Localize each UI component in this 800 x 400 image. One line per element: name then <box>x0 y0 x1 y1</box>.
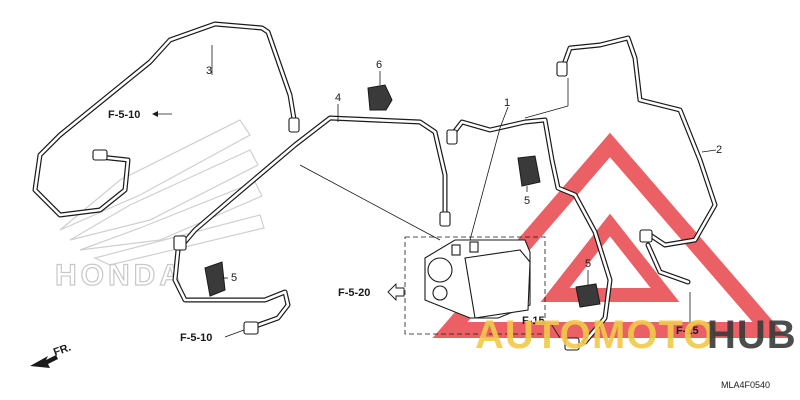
clamp-5-right <box>575 283 601 308</box>
fitting-nut <box>446 129 458 145</box>
callout-2: 2 <box>716 144 722 156</box>
fitting-nut <box>564 337 580 351</box>
hose-3 <box>32 21 298 218</box>
ref-f510-bottom: F-5-10 <box>180 332 212 344</box>
fitting-nut <box>639 229 653 243</box>
abs-modulator <box>404 236 546 335</box>
fitting-nut <box>556 61 568 77</box>
bracket-6 <box>367 84 393 111</box>
front-direction-arrow-icon <box>30 355 58 368</box>
callout-3: 3 <box>206 65 212 77</box>
clamp-5-center <box>517 155 541 187</box>
honda-logo-text: HONDA <box>55 259 185 292</box>
ref-arrows-f510-top <box>152 111 172 117</box>
pipe-2 <box>559 35 718 248</box>
pipe-4 <box>172 115 448 331</box>
callout-4: 4 <box>335 92 341 104</box>
fitting-nut <box>92 149 108 161</box>
pipe-2-lower <box>645 242 691 285</box>
ref-f520: F-5-20 <box>338 287 370 299</box>
callout-5-center: 5 <box>524 195 530 207</box>
pipe-1 <box>449 117 613 345</box>
watermark-moto: MOTO <box>592 313 715 357</box>
callout-5-left: 5 <box>231 272 237 284</box>
fitting-nut <box>173 235 187 251</box>
honda-wing-logo <box>59 119 265 266</box>
fitting-nut <box>439 211 451 227</box>
pipe-fittings <box>92 61 653 351</box>
diagram-code: MLA4F0540 <box>721 380 770 390</box>
arrow-left-icon <box>387 282 405 302</box>
leader-lines <box>211 45 717 339</box>
ref-f15-left: F-15 <box>522 315 545 327</box>
fitting-nut <box>288 117 300 133</box>
watermark-auto: AUTO <box>475 313 592 357</box>
callout-6: 6 <box>376 59 382 71</box>
watermark-hub: HUB <box>707 313 797 357</box>
front-direction-label: FR. <box>52 341 73 358</box>
fitting-nut <box>243 321 259 335</box>
callout-5-right: 5 <box>585 258 591 270</box>
ref-f510-top: F-5-10 <box>108 109 140 121</box>
ref-f15-right: F-15 <box>676 325 699 337</box>
callout-1: 1 <box>504 97 510 109</box>
clamp-5-left <box>204 261 226 297</box>
